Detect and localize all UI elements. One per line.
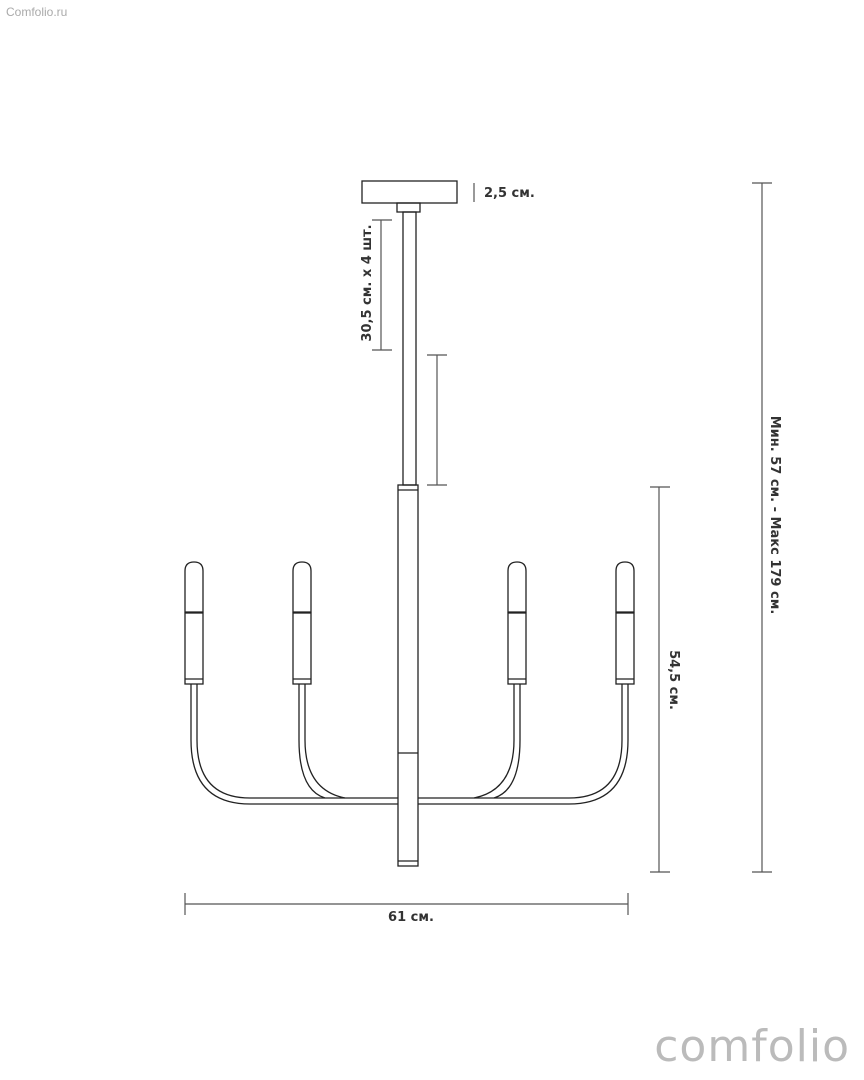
watermark: Comfolio.ru [6, 5, 68, 19]
rod-section-label: 30,5 см. х 4 шт. [360, 224, 375, 341]
bulb [507, 561, 527, 685]
arms [190, 684, 629, 805]
total-height-label: Мин. 57 см. - Макс 179 см. [767, 416, 782, 615]
canopy-height-label: 2,5 см. [484, 186, 535, 201]
canopy [361, 180, 458, 204]
brand-logo: comfolio [654, 1021, 850, 1072]
bulb [184, 561, 204, 685]
body-height-label: 54,5 см. [666, 650, 681, 710]
canopy-neck [396, 202, 421, 213]
rod [402, 211, 417, 486]
rod-section-dimension [372, 219, 447, 486]
width-label: 61 см. [388, 910, 434, 925]
bulb [292, 561, 312, 685]
central-body [397, 484, 419, 867]
bulb [615, 561, 635, 685]
